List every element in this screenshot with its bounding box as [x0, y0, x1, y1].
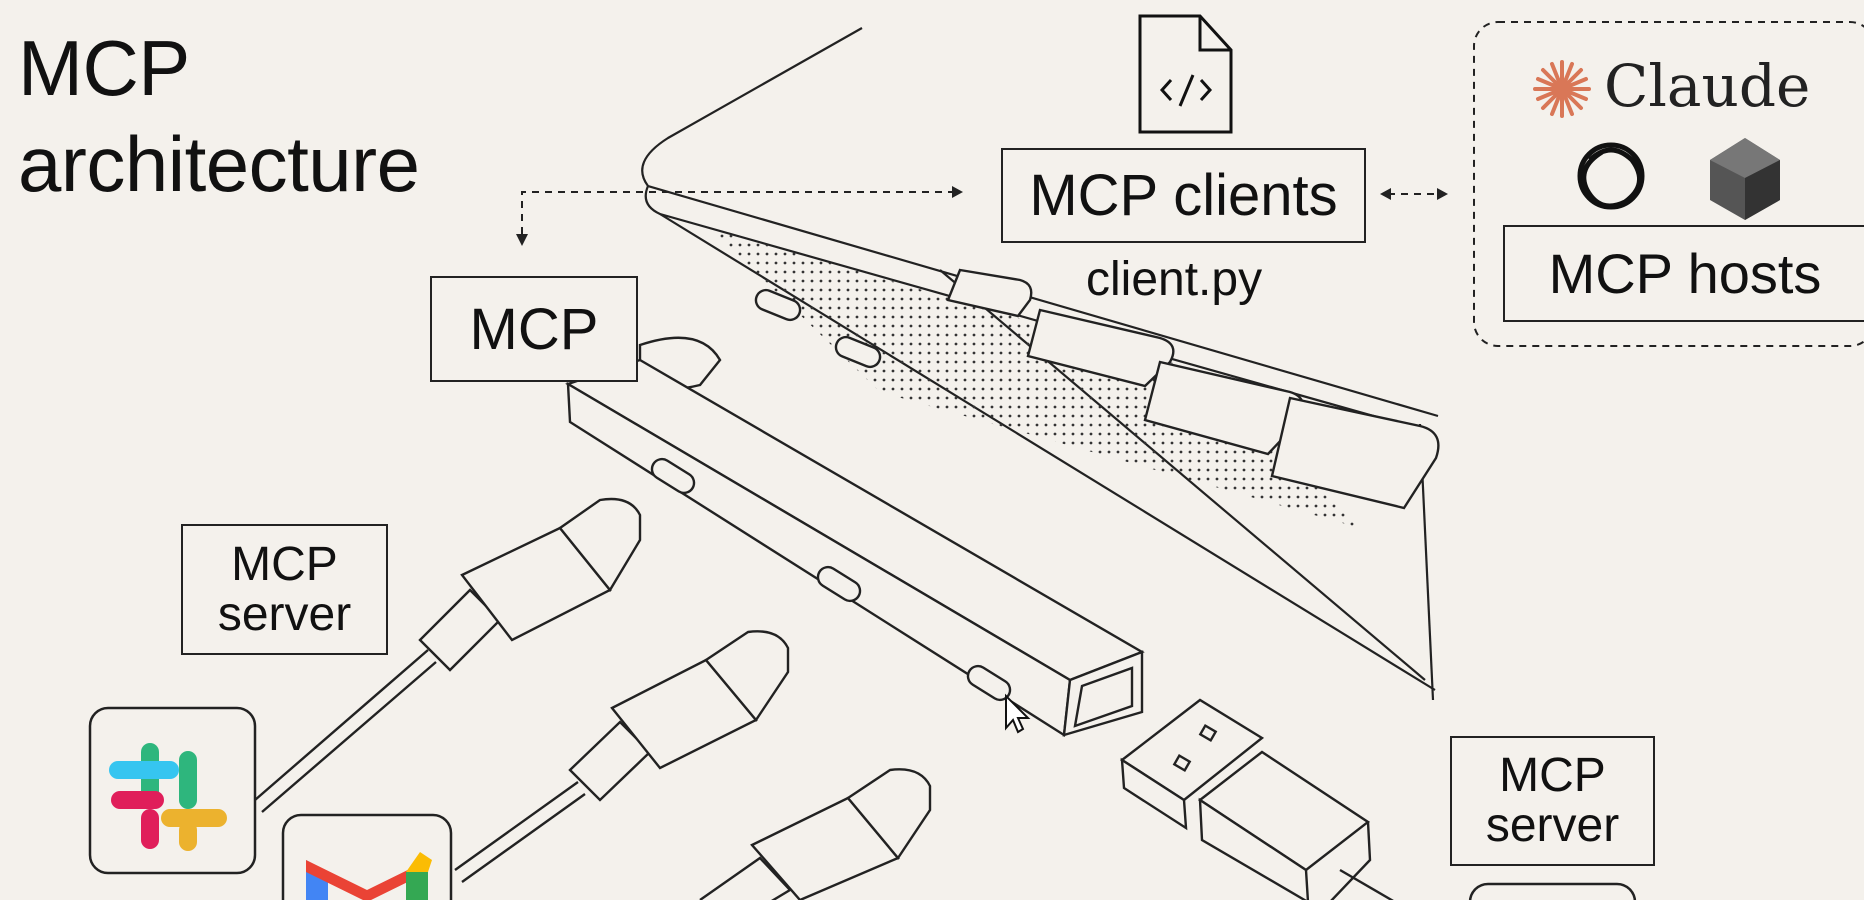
usb-hub-illustration: [565, 336, 1145, 738]
bottom-edge: [0, 900, 1864, 902]
claude-wordmark: Claude: [1604, 52, 1811, 120]
slack-tile: [88, 706, 257, 875]
cursor-icon: [1005, 693, 1031, 734]
client-file-label: client.py: [1086, 253, 1263, 306]
mcp-server-left-line2: server: [217, 587, 352, 641]
claude-star-icon: [1533, 60, 1591, 118]
mcp-hosts-box: MCP hosts: [1503, 225, 1864, 322]
slack-icon: [109, 743, 227, 851]
title-line-1: MCP: [18, 24, 190, 112]
mcp-server-right-line2: server: [1485, 799, 1620, 852]
partial-tile: [1468, 882, 1637, 902]
mcp-server-left-box: MCP server: [181, 524, 388, 655]
openai-icon: [1577, 142, 1645, 210]
code-file-icon: [1138, 14, 1233, 134]
laptop-keys: [754, 268, 1440, 510]
dashed-arrows: [521, 21, 1864, 347]
usb-c-cables: [254, 497, 932, 902]
mcp-server-left-line1: MCP: [231, 537, 338, 591]
arrowheads: [516, 186, 1448, 246]
diagram-title: MCP architecture: [18, 20, 420, 212]
mcp-server-right-line1: MCP: [1499, 749, 1606, 802]
mcp-box: MCP: [430, 276, 638, 382]
usb-a-plug: [1119, 698, 1396, 902]
title-line-2: architecture: [18, 120, 420, 208]
mcp-clients-box: MCP clients: [1001, 148, 1366, 243]
mcp-server-right-box: MCP server: [1450, 736, 1655, 866]
hexagon-ai-icon: [1710, 138, 1780, 220]
laptop-vent-dots: [710, 228, 1360, 528]
gmail-icon: [306, 852, 432, 902]
